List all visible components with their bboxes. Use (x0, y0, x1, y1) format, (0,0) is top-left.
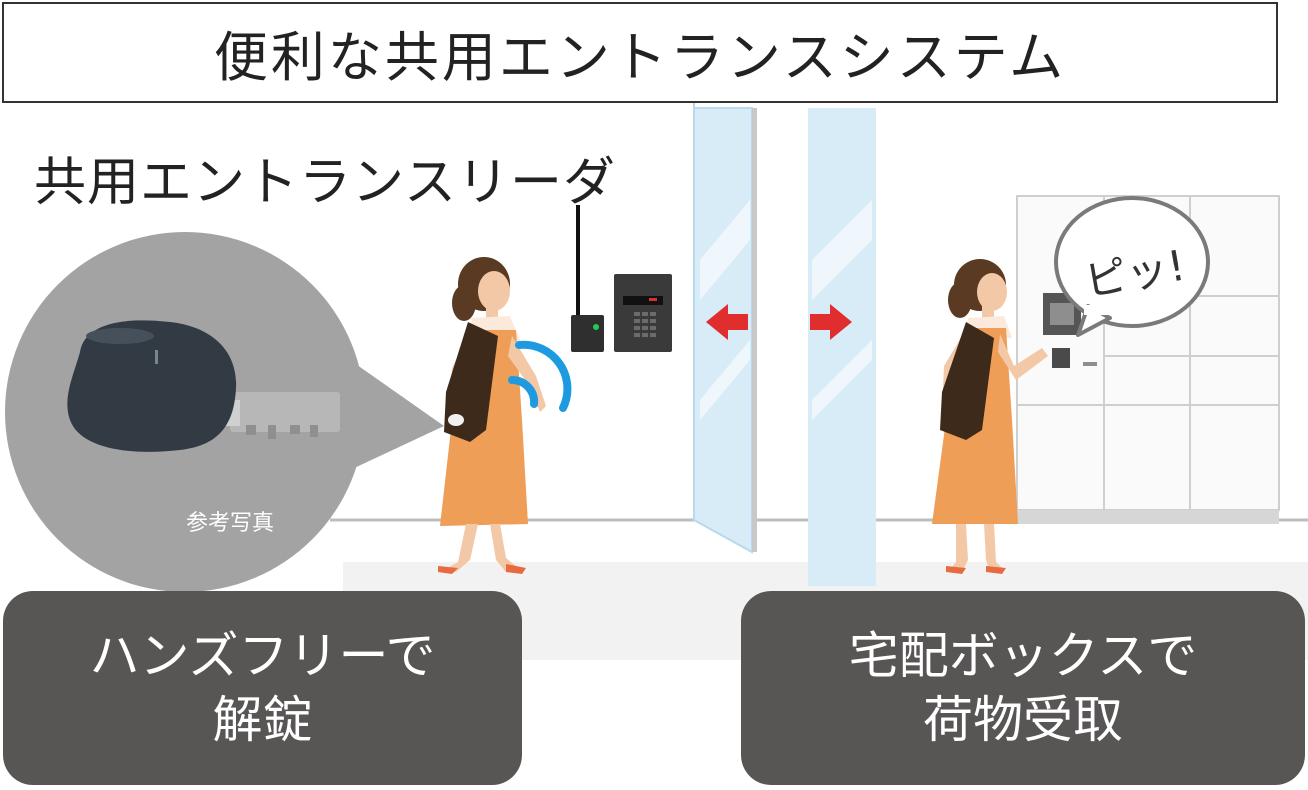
door-glare-left-2 (700, 340, 750, 420)
door-open-left-arrow-icon (706, 304, 748, 340)
door-frame (752, 108, 757, 552)
speech-bubble (1054, 196, 1210, 337)
woman-walking (438, 257, 546, 574)
locker-card-reader (1052, 348, 1070, 368)
hands-free-key-icon (67, 320, 340, 452)
photo-caption: 参考写真 (185, 511, 274, 536)
door-glare-left (700, 200, 750, 300)
automatic-door (693, 107, 876, 586)
hands-free-line1: ハンズフリーで (89, 627, 436, 685)
callout-pointer (350, 360, 444, 470)
door-glass-right (808, 108, 876, 586)
entrance-reader-device (571, 315, 604, 352)
door-open-right-arrow-icon (810, 304, 852, 340)
door-glare-right (812, 200, 872, 300)
intercom-panel (614, 274, 672, 352)
delivery-line2: 荷物受取 (923, 691, 1123, 749)
hands-free-unlock-box: ハンズフリーで 解錠 (3, 591, 522, 785)
delivery-line1: 宅配ボックスで (848, 627, 1198, 685)
delivery-box-receipt-box: 宅配ボックスで 荷物受取 (741, 591, 1305, 785)
wireless-signal-icon (508, 340, 572, 412)
door-glare-right-2 (812, 340, 872, 420)
page-title: 便利な共用エントランスシステム (213, 26, 1067, 89)
reader-label: 共用エントランスリーダ (34, 153, 616, 213)
hands-free-line2: 解錠 (212, 691, 313, 749)
woman-at-locker (932, 259, 1048, 574)
title-box: 便利な共用エントランスシステム (2, 2, 1278, 103)
